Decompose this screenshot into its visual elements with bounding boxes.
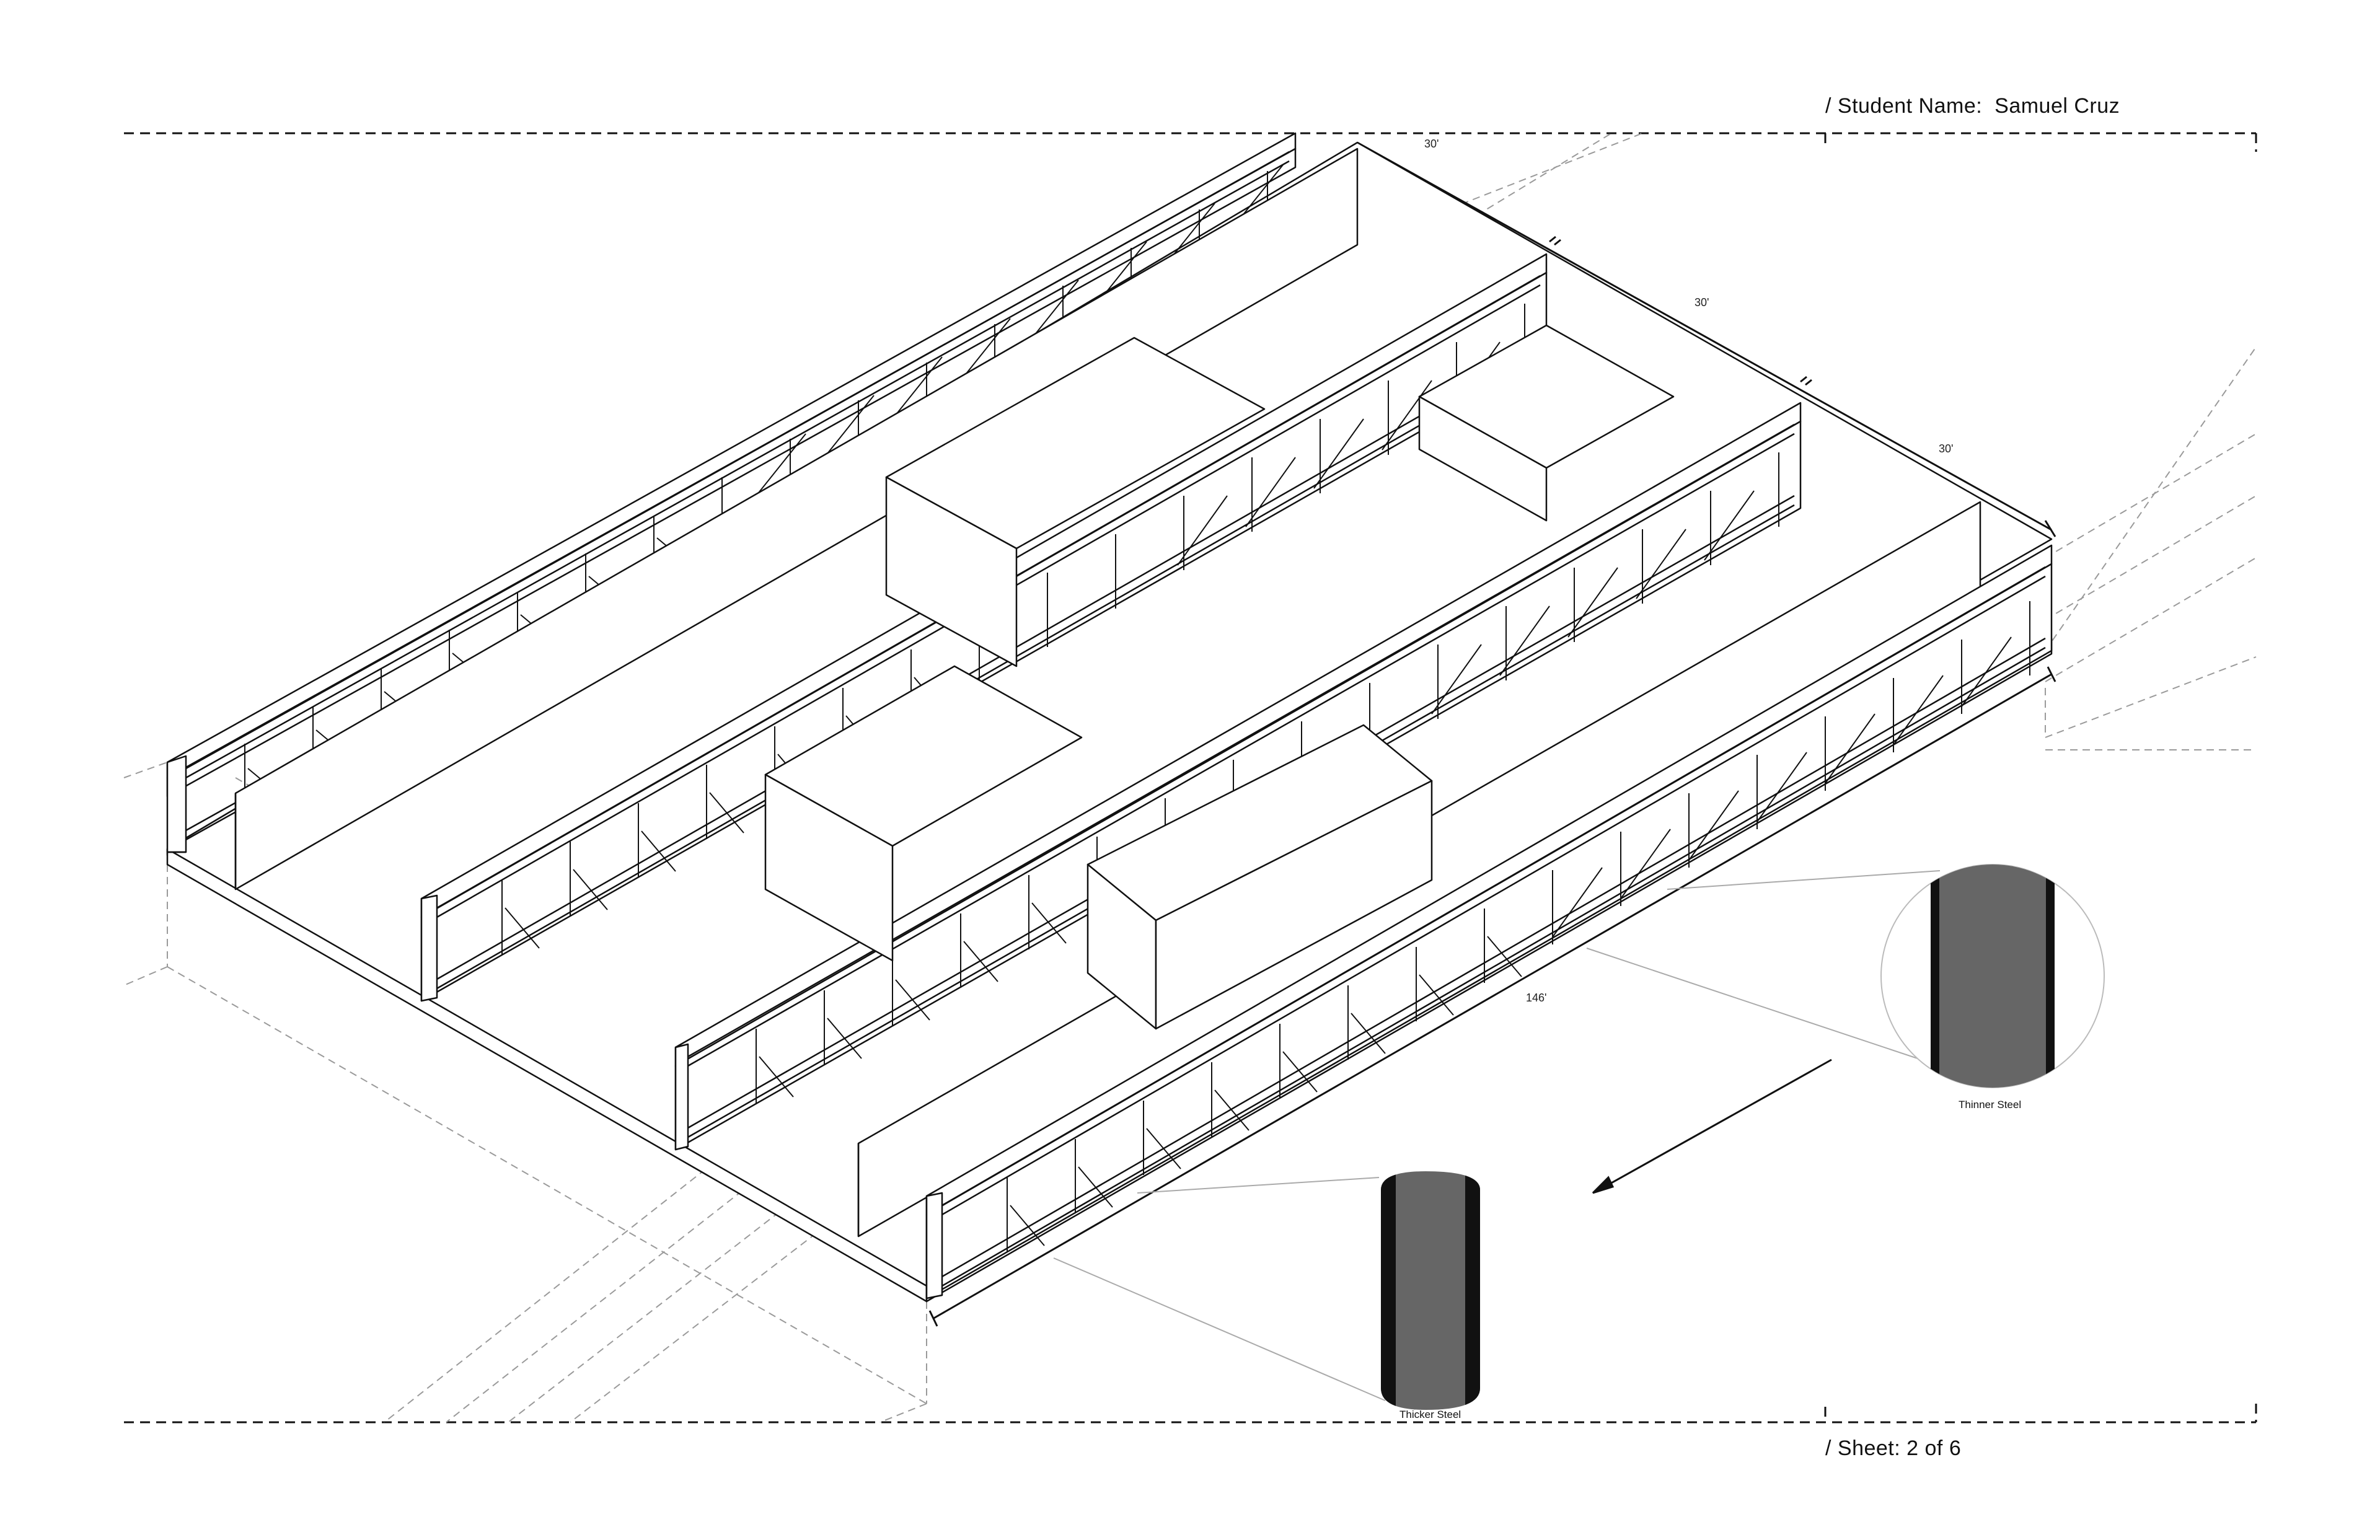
volume-block-1: [885, 337, 1266, 667]
sheet-number-label: / Sheet:: [1825, 1437, 1901, 1460]
caption-thicker-steel: Thicker Steel: [1399, 1409, 1461, 1420]
detail-leaders: [1053, 870, 1941, 1401]
volume-block-4: [1086, 724, 1433, 1030]
truss-front-web: [1007, 601, 2030, 1252]
building-structure: [166, 132, 2053, 1303]
volume-block-3: [1418, 324, 1675, 522]
volume-block-2: [764, 665, 1083, 962]
direction-arrow: [1592, 1058, 1832, 1194]
detail-thinner-steel: [1880, 864, 2105, 1088]
truss-front: [925, 544, 2053, 1300]
sheet-frame: [124, 132, 2257, 1423]
dimension-label-bay-3: 30': [1939, 442, 1953, 455]
sheet-number-field: / Sheet: 2 of 6: [1825, 1437, 1961, 1461]
student-name-field: / Student Name: Samuel Cruz: [1825, 94, 2120, 118]
caption-thinner-steel: Thinner Steel: [1959, 1099, 2021, 1111]
truss-3: [674, 402, 1802, 1151]
dimension-label-length: 146': [1526, 992, 1546, 1004]
student-name-label: / Student Name:: [1825, 94, 1983, 118]
dimension-label-bay-2: 30': [1695, 296, 1709, 309]
dimension-label-bay-1: 30': [1424, 138, 1439, 150]
sheet-number-value: 2 of 6: [1906, 1437, 1962, 1460]
detail-thicker-steel: [1381, 1171, 1480, 1410]
dimension-line-top: [1357, 141, 2056, 537]
student-name-value: Samuel Cruz: [1994, 94, 2120, 118]
dimension-line-length: [928, 666, 2056, 1327]
